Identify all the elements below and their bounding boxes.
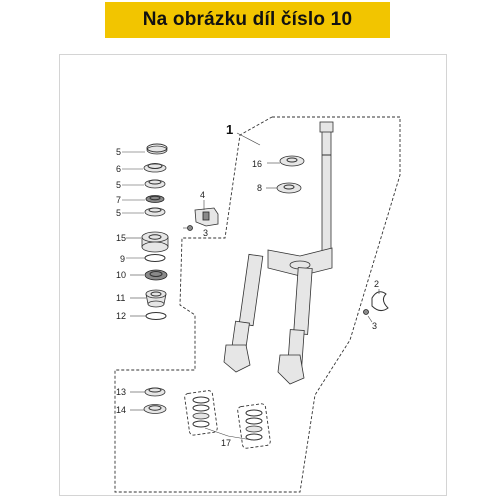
callout-4: 4 [200, 190, 205, 200]
part-6[interactable] [143, 163, 167, 173]
callout-1: 1 [226, 122, 233, 137]
callout-10: 10 [116, 270, 126, 280]
part-12[interactable] [145, 312, 167, 320]
callout-3-right: 3 [372, 321, 377, 331]
callout-12: 12 [116, 311, 126, 321]
part-9[interactable] [144, 254, 166, 262]
part-11[interactable] [145, 289, 167, 308]
title-text: Na obrázku díl číslo 10 [142, 9, 353, 30]
part-2-clip[interactable] [371, 291, 389, 312]
part-5-bottom[interactable] [144, 207, 166, 217]
diagram-frame [59, 54, 447, 496]
callout-15: 15 [116, 233, 126, 243]
title-banner: Na obrázku díl číslo 10 [105, 2, 390, 38]
part-3-screw-left[interactable] [183, 225, 193, 231]
callout-7: 7 [116, 195, 121, 205]
callout-8: 8 [257, 183, 262, 193]
leader-lines [122, 132, 380, 441]
callout-5-top: 5 [116, 147, 121, 157]
part-17-seal-kit[interactable] [184, 390, 271, 449]
callout-5-bottom: 5 [116, 208, 121, 218]
callout-11: 11 [116, 293, 125, 303]
part-5-top[interactable] [146, 143, 168, 155]
callout-3-left: 3 [203, 228, 208, 238]
part-4-bracket[interactable] [194, 207, 219, 227]
callout-5-middle: 5 [116, 180, 121, 190]
callout-16: 16 [252, 159, 262, 169]
callout-6: 6 [116, 164, 121, 174]
callout-13: 13 [116, 387, 126, 397]
part-13[interactable] [144, 387, 166, 397]
callout-2: 2 [374, 279, 379, 289]
part-8[interactable] [276, 182, 302, 194]
part-15[interactable] [141, 231, 169, 253]
callout-14: 14 [116, 405, 126, 415]
callout-labels: 1 2 3 3 4 5 6 5 7 5 8 9 10 11 12 13 14 1… [116, 122, 379, 448]
part-3-screw-right[interactable] [363, 309, 369, 315]
part-16[interactable] [279, 155, 305, 167]
assembly-outline [114, 116, 401, 493]
part-7[interactable] [145, 195, 165, 203]
front-fork-assembly[interactable] [223, 121, 334, 385]
part-5-middle[interactable] [144, 179, 166, 189]
callout-17: 17 [221, 438, 231, 448]
part-10[interactable] [144, 269, 168, 281]
callout-9: 9 [120, 254, 125, 264]
part-14[interactable] [143, 404, 167, 414]
